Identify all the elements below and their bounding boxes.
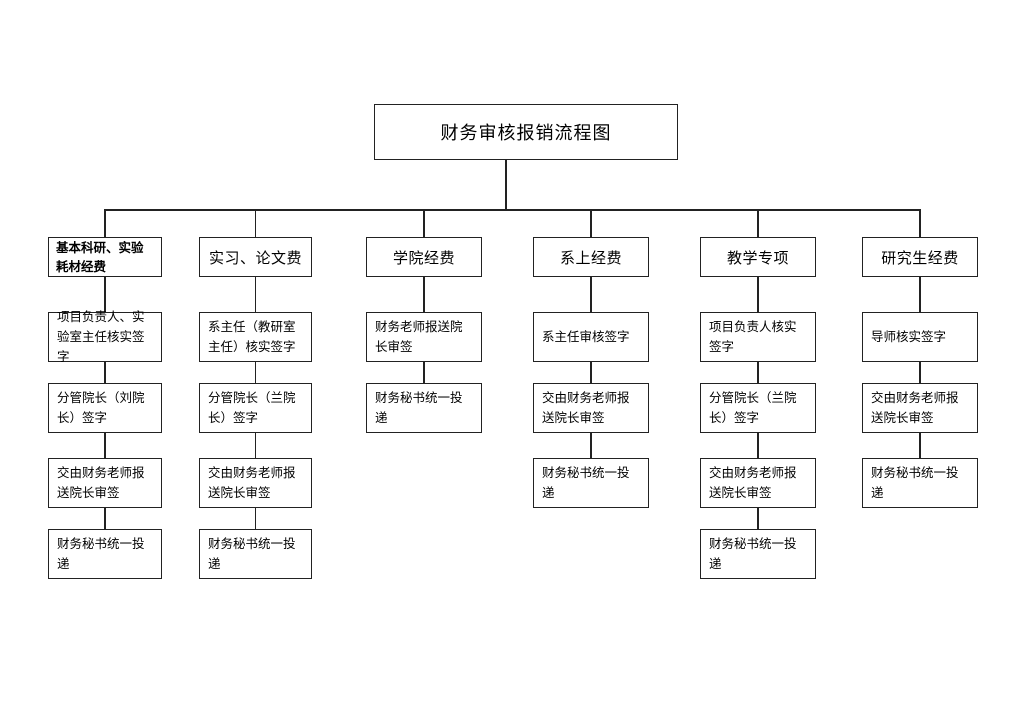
process-step-box[interactable]: 财务秘书统一投递: [366, 383, 482, 433]
step-connector-line: [254, 433, 257, 458]
diagram-title-box: 财务审核报销流程图: [374, 104, 678, 160]
step-connector-line: [104, 277, 106, 312]
process-step-box[interactable]: 财务老师报送院长审签: [366, 312, 482, 362]
process-step-box[interactable]: 分管院长（兰院长）签字: [700, 383, 816, 433]
process-step-box[interactable]: 交由财务老师报送院长审签: [199, 458, 312, 508]
bus-drop-line: [254, 209, 257, 237]
process-step-label: 分管院长（兰院长）签字: [208, 390, 296, 425]
process-step-label: 财务老师报送院长审签: [375, 319, 463, 354]
step-connector-line: [590, 362, 592, 383]
process-step-label: 分管院长（刘院长）签字: [57, 390, 145, 425]
process-step-box[interactable]: 财务秘书统一投递: [48, 529, 162, 579]
bus-drop-line: [104, 209, 106, 237]
process-step-box[interactable]: 系主任审核签字: [533, 312, 649, 362]
step-connector-line: [919, 433, 921, 458]
process-step-label: 项目负责人核实签字: [709, 319, 797, 354]
process-step-label: 交由财务老师报送院长审签: [871, 390, 959, 425]
process-step-label: 交由财务老师报送院长审签: [208, 465, 296, 500]
step-connector-line: [104, 508, 106, 529]
diagram-title-text: 财务审核报销流程图: [440, 123, 612, 144]
process-step-label: 财务秘书统一投递: [542, 465, 630, 500]
step-connector-line: [919, 362, 921, 383]
process-step-box[interactable]: 财务秘书统一投递: [862, 458, 978, 508]
step-connector-line: [757, 433, 759, 458]
step-connector-line: [757, 362, 759, 383]
category-header-box[interactable]: 教学专项: [700, 237, 816, 277]
category-header-box[interactable]: 基本科研、实验耗材经费: [48, 237, 162, 277]
bus-drop-line: [423, 209, 425, 237]
process-step-label: 交由财务老师报送院长审签: [57, 465, 145, 500]
title-trunk-line: [505, 160, 507, 210]
process-step-label: 财务秘书统一投递: [208, 536, 296, 571]
process-step-label: 财务秘书统一投递: [57, 536, 145, 571]
process-step-box[interactable]: 导师核实签字: [862, 312, 978, 362]
step-connector-line: [423, 362, 425, 383]
process-step-label: 交由财务老师报送院长审签: [542, 390, 630, 425]
process-step-box[interactable]: 交由财务老师报送院长审签: [862, 383, 978, 433]
process-step-box[interactable]: 财务秘书统一投递: [199, 529, 312, 579]
process-step-box[interactable]: 分管院长（刘院长）签字: [48, 383, 162, 433]
step-connector-line: [254, 277, 257, 312]
step-connector-line: [104, 433, 106, 458]
distribution-bus-line: [104, 209, 920, 211]
process-step-label: 系主任（教研室主任）核实签字: [208, 319, 296, 354]
process-step-box[interactable]: 交由财务老师报送院长审签: [48, 458, 162, 508]
bus-drop-line: [919, 209, 921, 237]
process-step-box[interactable]: 财务秘书统一投递: [533, 458, 649, 508]
process-step-label: 项目负责人、实验室主任核实签字: [57, 309, 145, 364]
process-step-box[interactable]: 项目负责人核实签字: [700, 312, 816, 362]
category-header-box[interactable]: 研究生经费: [862, 237, 978, 277]
process-step-box[interactable]: 交由财务老师报送院长审签: [533, 383, 649, 433]
step-connector-line: [590, 433, 592, 458]
step-connector-line: [757, 508, 759, 529]
process-step-box[interactable]: 交由财务老师报送院长审签: [700, 458, 816, 508]
process-step-label: 分管院长（兰院长）签字: [709, 390, 797, 425]
process-step-box[interactable]: 分管院长（兰院长）签字: [199, 383, 312, 433]
process-step-label: 财务秘书统一投递: [709, 536, 797, 571]
process-step-box[interactable]: 项目负责人、实验室主任核实签字: [48, 309, 162, 364]
bus-drop-line: [757, 209, 759, 237]
process-step-label: 交由财务老师报送院长审签: [709, 465, 797, 500]
category-header-box[interactable]: 学院经费: [366, 237, 482, 277]
bus-drop-line: [590, 209, 592, 237]
process-step-label: 系主任审核签字: [542, 329, 630, 344]
process-step-label: 财务秘书统一投递: [871, 465, 959, 500]
category-header-box[interactable]: 实习、论文费: [199, 237, 312, 277]
step-connector-line: [254, 508, 257, 529]
process-step-box[interactable]: 财务秘书统一投递: [700, 529, 816, 579]
process-step-label: 财务秘书统一投递: [375, 390, 463, 425]
step-connector-line: [919, 277, 921, 312]
process-step-label: 导师核实签字: [871, 329, 947, 344]
process-step-box[interactable]: 系主任（教研室主任）核实签字: [199, 312, 312, 362]
step-connector-line: [104, 362, 106, 383]
step-connector-line: [254, 362, 257, 383]
step-connector-line: [590, 277, 592, 312]
step-connector-line: [757, 277, 759, 312]
category-header-box[interactable]: 系上经费: [533, 237, 649, 277]
step-connector-line: [423, 277, 425, 312]
